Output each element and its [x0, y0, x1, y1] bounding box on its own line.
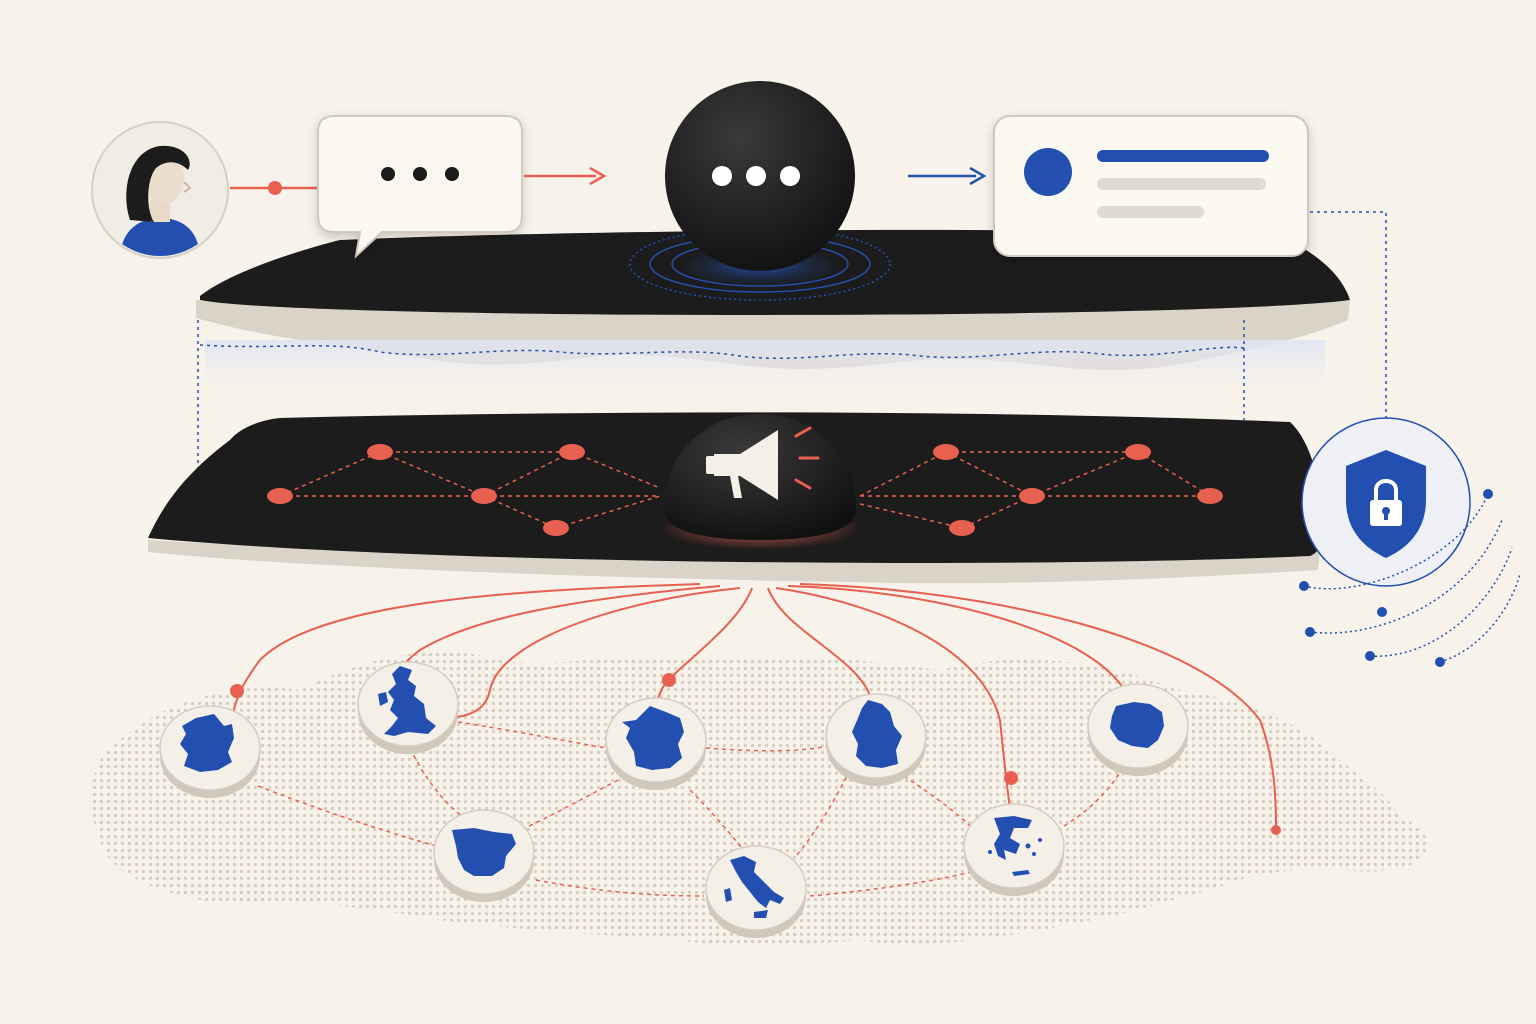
shield-lock-icon: [1301, 417, 1471, 587]
country-disc-poland: [1087, 683, 1189, 776]
arrow-to-card-icon: [908, 166, 987, 186]
country-disc-germany: [825, 693, 927, 786]
megaphone-icon: [664, 414, 856, 540]
arrow-to-orb-icon: [524, 166, 607, 186]
country-disc-greece: [963, 803, 1065, 896]
italy-map-icon: [730, 856, 784, 908]
card-avatar-dot: [1024, 148, 1072, 196]
ireland-map-icon: [180, 714, 234, 772]
france-map-icon: [622, 706, 684, 770]
assistant-orb-icon: [665, 81, 855, 271]
shield-signal-dots: [1299, 489, 1493, 667]
broadcast-line-dots: [230, 673, 1281, 835]
inter-layer-glow: [205, 340, 1325, 400]
bubble-dot-2: [413, 167, 427, 181]
spain-map-icon: [452, 828, 516, 876]
card-line-secondary: [1097, 178, 1266, 190]
country-disc-spain: [433, 809, 535, 902]
shield-signal-arcs: [1303, 493, 1521, 663]
wavy-dotted-divider: [199, 344, 1245, 360]
left-network: [267, 444, 661, 536]
bubble-dot-1: [381, 167, 395, 181]
country-disc-italy: [705, 845, 807, 938]
country-disc-ireland: [159, 705, 261, 798]
avatar-connector-dot: [268, 181, 282, 195]
poland-map-icon: [1110, 702, 1164, 748]
typing-speech-bubble-icon: [317, 115, 523, 259]
card-line-tertiary: [1097, 206, 1204, 218]
bubble-dot-3: [445, 167, 459, 181]
greece-map-icon: [994, 816, 1032, 860]
user-avatar-icon: [91, 121, 229, 259]
country-disc-uk: [357, 661, 459, 754]
card-line-primary: [1097, 150, 1269, 162]
uk-map-icon: [384, 666, 436, 736]
germany-map-icon: [852, 700, 902, 768]
country-disc-france: [605, 697, 707, 790]
right-network: [859, 444, 1223, 536]
